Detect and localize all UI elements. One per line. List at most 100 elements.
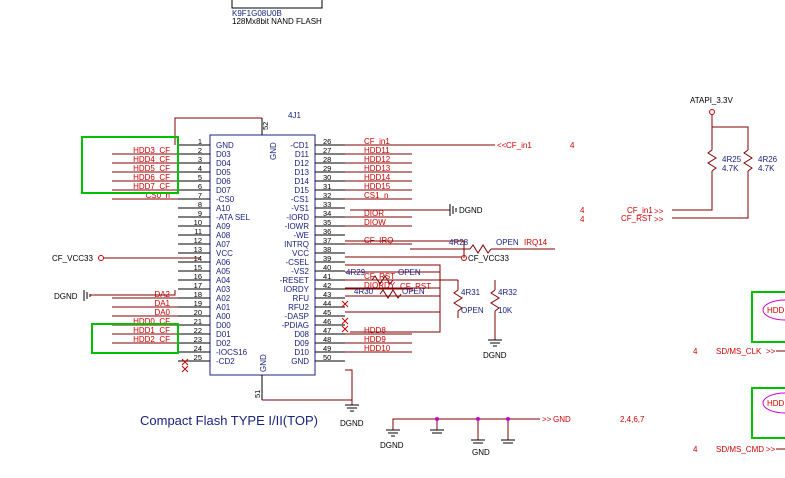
atapi-cf-rst: CF_RST — [621, 214, 652, 223]
right-pin-num: 45 — [323, 308, 331, 317]
right-net-label: CF_in1 — [364, 137, 390, 146]
left-pin-label: GND — [216, 141, 234, 150]
sd-cmd-page: 4 — [693, 445, 698, 454]
left-pin-num: 3 — [198, 155, 202, 164]
sd-clk-page: 4 — [693, 347, 698, 356]
gnd-bottom-label: GND — [259, 354, 268, 372]
gnd-top-label: GND — [269, 142, 278, 160]
dgnd-res-symbol — [488, 339, 502, 347]
r28-ref: 4R28 — [449, 238, 469, 247]
atapi-arrow-a: >> — [654, 207, 664, 216]
connector-title: Compact Flash TYPE I/II(TOP) — [140, 413, 318, 428]
dgnd-conn-label: DGND — [340, 419, 364, 428]
right-pin-label: -DASP — [285, 312, 309, 321]
r26-bot — [672, 171, 749, 219]
left-pin-num: 23 — [194, 335, 202, 344]
we-wire — [345, 240, 465, 258]
dgnd-conn-symbol — [345, 404, 359, 412]
left-pin-num: 22 — [194, 326, 202, 335]
left-pin-num: 20 — [194, 308, 202, 317]
gnd-port-arrow: >> — [542, 415, 552, 424]
left-pin-label: -ATA SEL — [216, 213, 250, 222]
rfu2-wire — [345, 311, 441, 333]
left-pin-num: 5 — [198, 173, 202, 182]
right-pin-num: 42 — [323, 281, 331, 290]
right-pin-label: IORDY — [284, 285, 310, 294]
r26-val: 4.7K — [758, 164, 775, 173]
left-pin-label: D07 — [216, 186, 231, 195]
left-net-label: HDD2_CF — [133, 335, 170, 344]
r29-val: OPEN — [398, 268, 421, 277]
hdd-ellipse-1 — [762, 299, 785, 321]
sd-cmd-arrow: >> — [766, 445, 776, 454]
left-pin-label: VCC — [216, 249, 233, 258]
r26-body — [743, 149, 753, 172]
r25-body — [707, 149, 717, 172]
r26-ref: 4R26 — [758, 155, 778, 164]
right-pin-label: D14 — [294, 177, 309, 186]
r28-net: IRQ14 — [524, 238, 548, 247]
atapi-label: ATAPI_3.3V — [690, 96, 734, 105]
left-net-label: HDD5_CF — [133, 164, 170, 173]
atapi-arrow-b: >> — [654, 215, 664, 224]
right-pin-num: 32 — [323, 191, 331, 200]
left-pin-label: A03 — [216, 285, 231, 294]
dgnd-right-label: DGND — [459, 206, 483, 215]
right-pin-num: 44 — [323, 299, 331, 308]
atapi-wire — [711, 115, 749, 150]
left-pin-label: A09 — [216, 222, 231, 231]
nand-box — [231, 0, 323, 9]
right-pin-label: -WE — [293, 231, 309, 240]
left-pin-label: A10 — [216, 204, 231, 213]
nand-desc: 128Mx8bit NAND FLASH — [232, 17, 322, 26]
sd-clk-label: SD/MS_CLK — [716, 347, 762, 356]
left-net-label: HDD6_CF — [133, 173, 170, 182]
cf-vcc33-right-dot — [461, 255, 467, 261]
right-pin-label: -CS1 — [291, 195, 310, 204]
left-pin-num: 17 — [194, 281, 202, 290]
right-pin-num: 35 — [323, 218, 331, 227]
left-pin-num: 11 — [194, 227, 202, 236]
right-net-label: CS1_n — [364, 191, 388, 200]
left-pin-num: 7 — [198, 191, 202, 200]
r30-ref: 4R30 — [354, 287, 374, 296]
left-pin-label: A02 — [216, 294, 231, 303]
right-pin-label: -CD1 — [290, 141, 309, 150]
right-pin-num: 40 — [323, 263, 331, 272]
r25-bot — [672, 171, 713, 211]
hdd-box-1 — [751, 291, 785, 343]
right-pin-num: 26 — [323, 137, 331, 146]
right-pin-num: 50 — [323, 353, 331, 362]
hdd-ellipse-2 — [762, 392, 785, 414]
left-pin-label: -CD2 — [216, 357, 235, 366]
right-pin-num: 30 — [323, 173, 331, 182]
atapi-cf-in1: CF_in1 — [627, 206, 653, 215]
r29-body — [371, 275, 394, 285]
left-pin-num: 24 — [194, 344, 202, 353]
right-net-label: HDD8 — [364, 326, 386, 335]
gnd-bus-nodes — [435, 417, 510, 421]
cf-in1-label: CF_in1 — [506, 141, 532, 150]
right-pin-label: INTRQ — [284, 240, 309, 249]
left-pin-num: 10 — [194, 218, 202, 227]
cf-vcc33-left-dot — [98, 255, 104, 261]
right-pin-num: 33 — [323, 200, 331, 209]
left-pin-num: 18 — [194, 290, 202, 299]
dgnd-bottom-label: DGND — [380, 441, 404, 450]
left-pin-num: 16 — [194, 272, 202, 281]
sd-clk-arrow: >> — [766, 347, 776, 356]
right-pin-label: -VS2 — [291, 267, 309, 276]
hdd-cut2: HDD — [767, 399, 785, 408]
right-net-label: HDD12 — [364, 155, 391, 164]
right-pin-num: 39 — [323, 254, 331, 263]
gnd-port-label: GND — [553, 415, 571, 424]
cf-in1-arrow: << — [497, 141, 507, 150]
r32-body — [490, 289, 500, 312]
hdd-box-2 — [751, 387, 785, 439]
right-pin-num: 38 — [323, 245, 331, 254]
page-4b: 4 — [580, 215, 585, 224]
hdd-cut1: HDD — [767, 306, 785, 315]
left-pin-label: -CS0 — [216, 195, 235, 204]
r32-val: 10K — [498, 306, 513, 315]
